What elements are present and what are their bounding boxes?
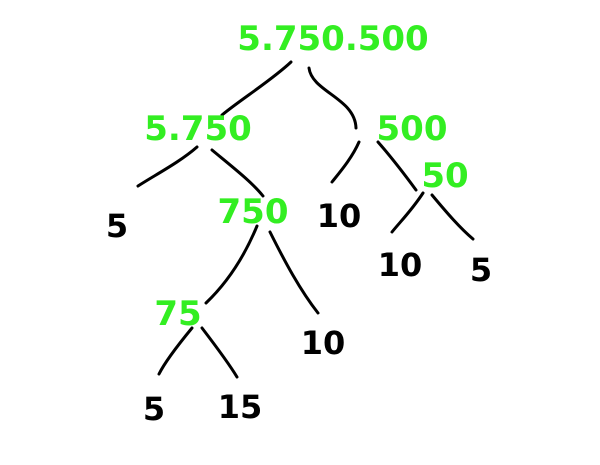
node-5750: 5.750: [144, 109, 252, 149]
edge-500-to-50: [376, 140, 418, 192]
tree-edges: [136, 60, 475, 379]
edge-75-to-15: [200, 326, 239, 379]
leaf-15: 15: [218, 388, 263, 426]
edge-500-to-10: [330, 140, 361, 184]
leaf-10-middle: 10: [317, 197, 362, 235]
edge-5750-to-5: [136, 145, 199, 188]
edge-root-to-5750: [220, 60, 293, 117]
node-50: 50: [421, 156, 468, 196]
leaf-5-bottom: 5: [143, 390, 165, 428]
edge-50-to-10: [390, 191, 425, 234]
leaf-nodes: 5 10 10 10 5 5 15: [106, 197, 492, 428]
node-750: 750: [218, 192, 289, 232]
edge-50-to-5: [430, 193, 475, 241]
edge-75-to-5: [157, 326, 194, 376]
leaf-10-right: 10: [378, 246, 423, 284]
edge-750-to-75: [204, 224, 259, 305]
edge-750-to-10: [268, 230, 320, 315]
composite-nodes: 5.750.500 5.750 500 750 50 75: [144, 19, 468, 334]
leaf-5-right: 5: [470, 251, 492, 289]
edge-root-to-500: [307, 66, 358, 130]
node-75: 75: [154, 294, 201, 334]
leaf-10-lower: 10: [301, 324, 346, 362]
node-500: 500: [377, 109, 448, 149]
node-root: 5.750.500: [237, 19, 428, 59]
leaf-5-left: 5: [106, 207, 128, 245]
edge-5750-to-750: [210, 148, 265, 198]
